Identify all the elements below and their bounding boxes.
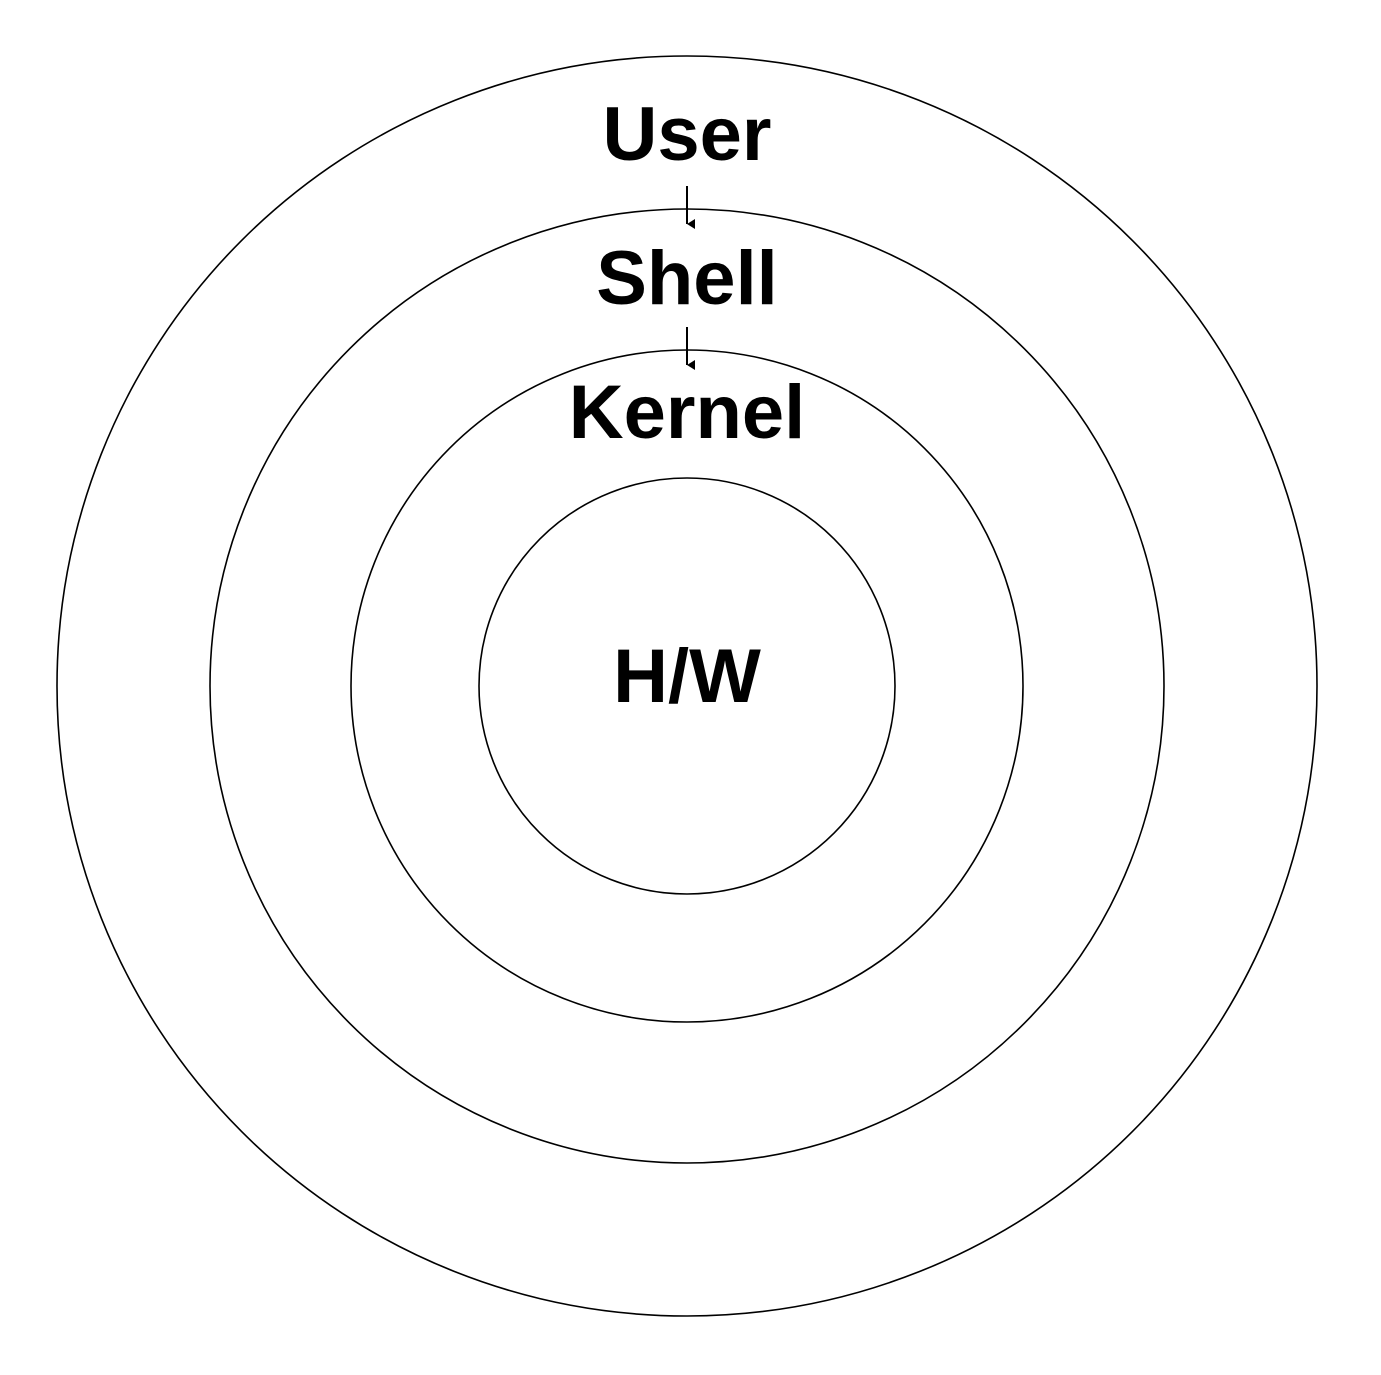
hardware-ring <box>478 477 896 895</box>
shell-label: Shell <box>596 236 778 321</box>
hardware-label: H/W <box>613 634 761 719</box>
user-label: User <box>603 92 772 177</box>
kernel-label: Kernel <box>569 370 806 455</box>
user-ring <box>56 55 1318 1317</box>
